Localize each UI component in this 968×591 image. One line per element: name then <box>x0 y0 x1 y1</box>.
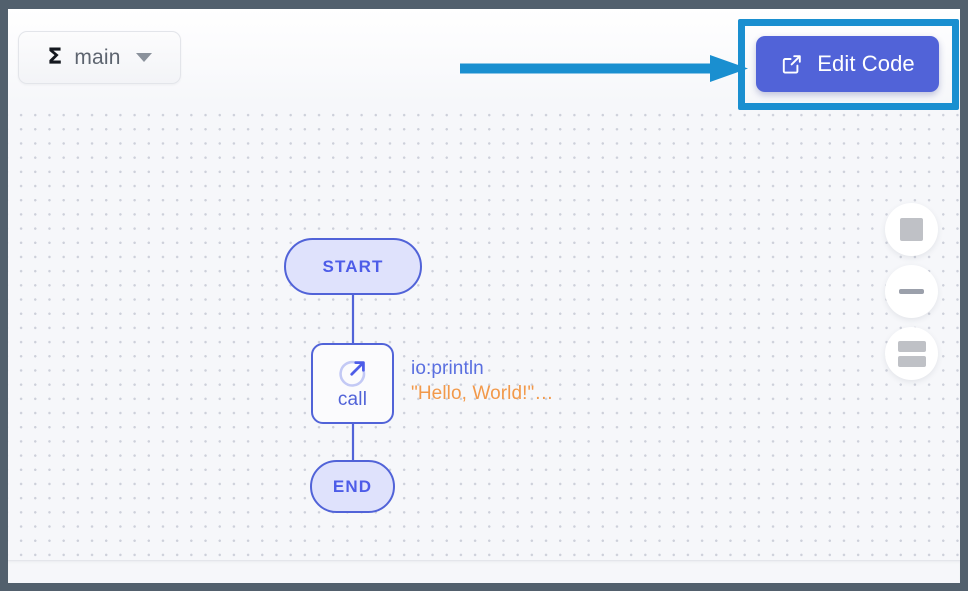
square-icon <box>900 218 923 241</box>
flow-connectors <box>351 295 355 460</box>
external-link-icon <box>780 52 804 76</box>
minus-icon <box>899 289 924 294</box>
call-node-annotation: io:println "Hello, World!"… <box>411 356 554 406</box>
call-node-label: call <box>337 389 368 410</box>
sigma-icon: Σ <box>47 44 62 70</box>
function-selector-label: main <box>74 45 121 69</box>
canvas-controls <box>885 203 938 380</box>
flow-node-start[interactable]: START <box>284 238 422 295</box>
end-node-label: END <box>332 476 373 496</box>
annotation-function-name: io:println <box>411 358 484 379</box>
flow-node-call[interactable]: call <box>311 343 394 424</box>
start-node-label: START <box>322 256 384 276</box>
zoom-out-button[interactable] <box>885 265 938 318</box>
layout-button[interactable] <box>885 327 938 380</box>
flow-node-end[interactable]: END <box>310 460 395 513</box>
edit-code-label: Edit Code <box>817 51 915 76</box>
diagram-canvas[interactable]: START call io:println "Hello, World!"… E… <box>8 103 960 560</box>
bottom-panel <box>8 560 960 583</box>
function-selector-dropdown[interactable]: Σ main <box>18 31 181 84</box>
stacked-bars-icon <box>897 340 926 367</box>
top-toolbar: Σ main Edit Code <box>8 9 960 103</box>
annotation-argument: "Hello, World!"… <box>411 383 554 405</box>
call-arrow-icon <box>336 356 370 388</box>
fit-to-screen-button[interactable] <box>885 203 938 256</box>
chevron-down-icon <box>135 53 152 62</box>
edit-code-button[interactable]: Edit Code <box>756 36 939 92</box>
